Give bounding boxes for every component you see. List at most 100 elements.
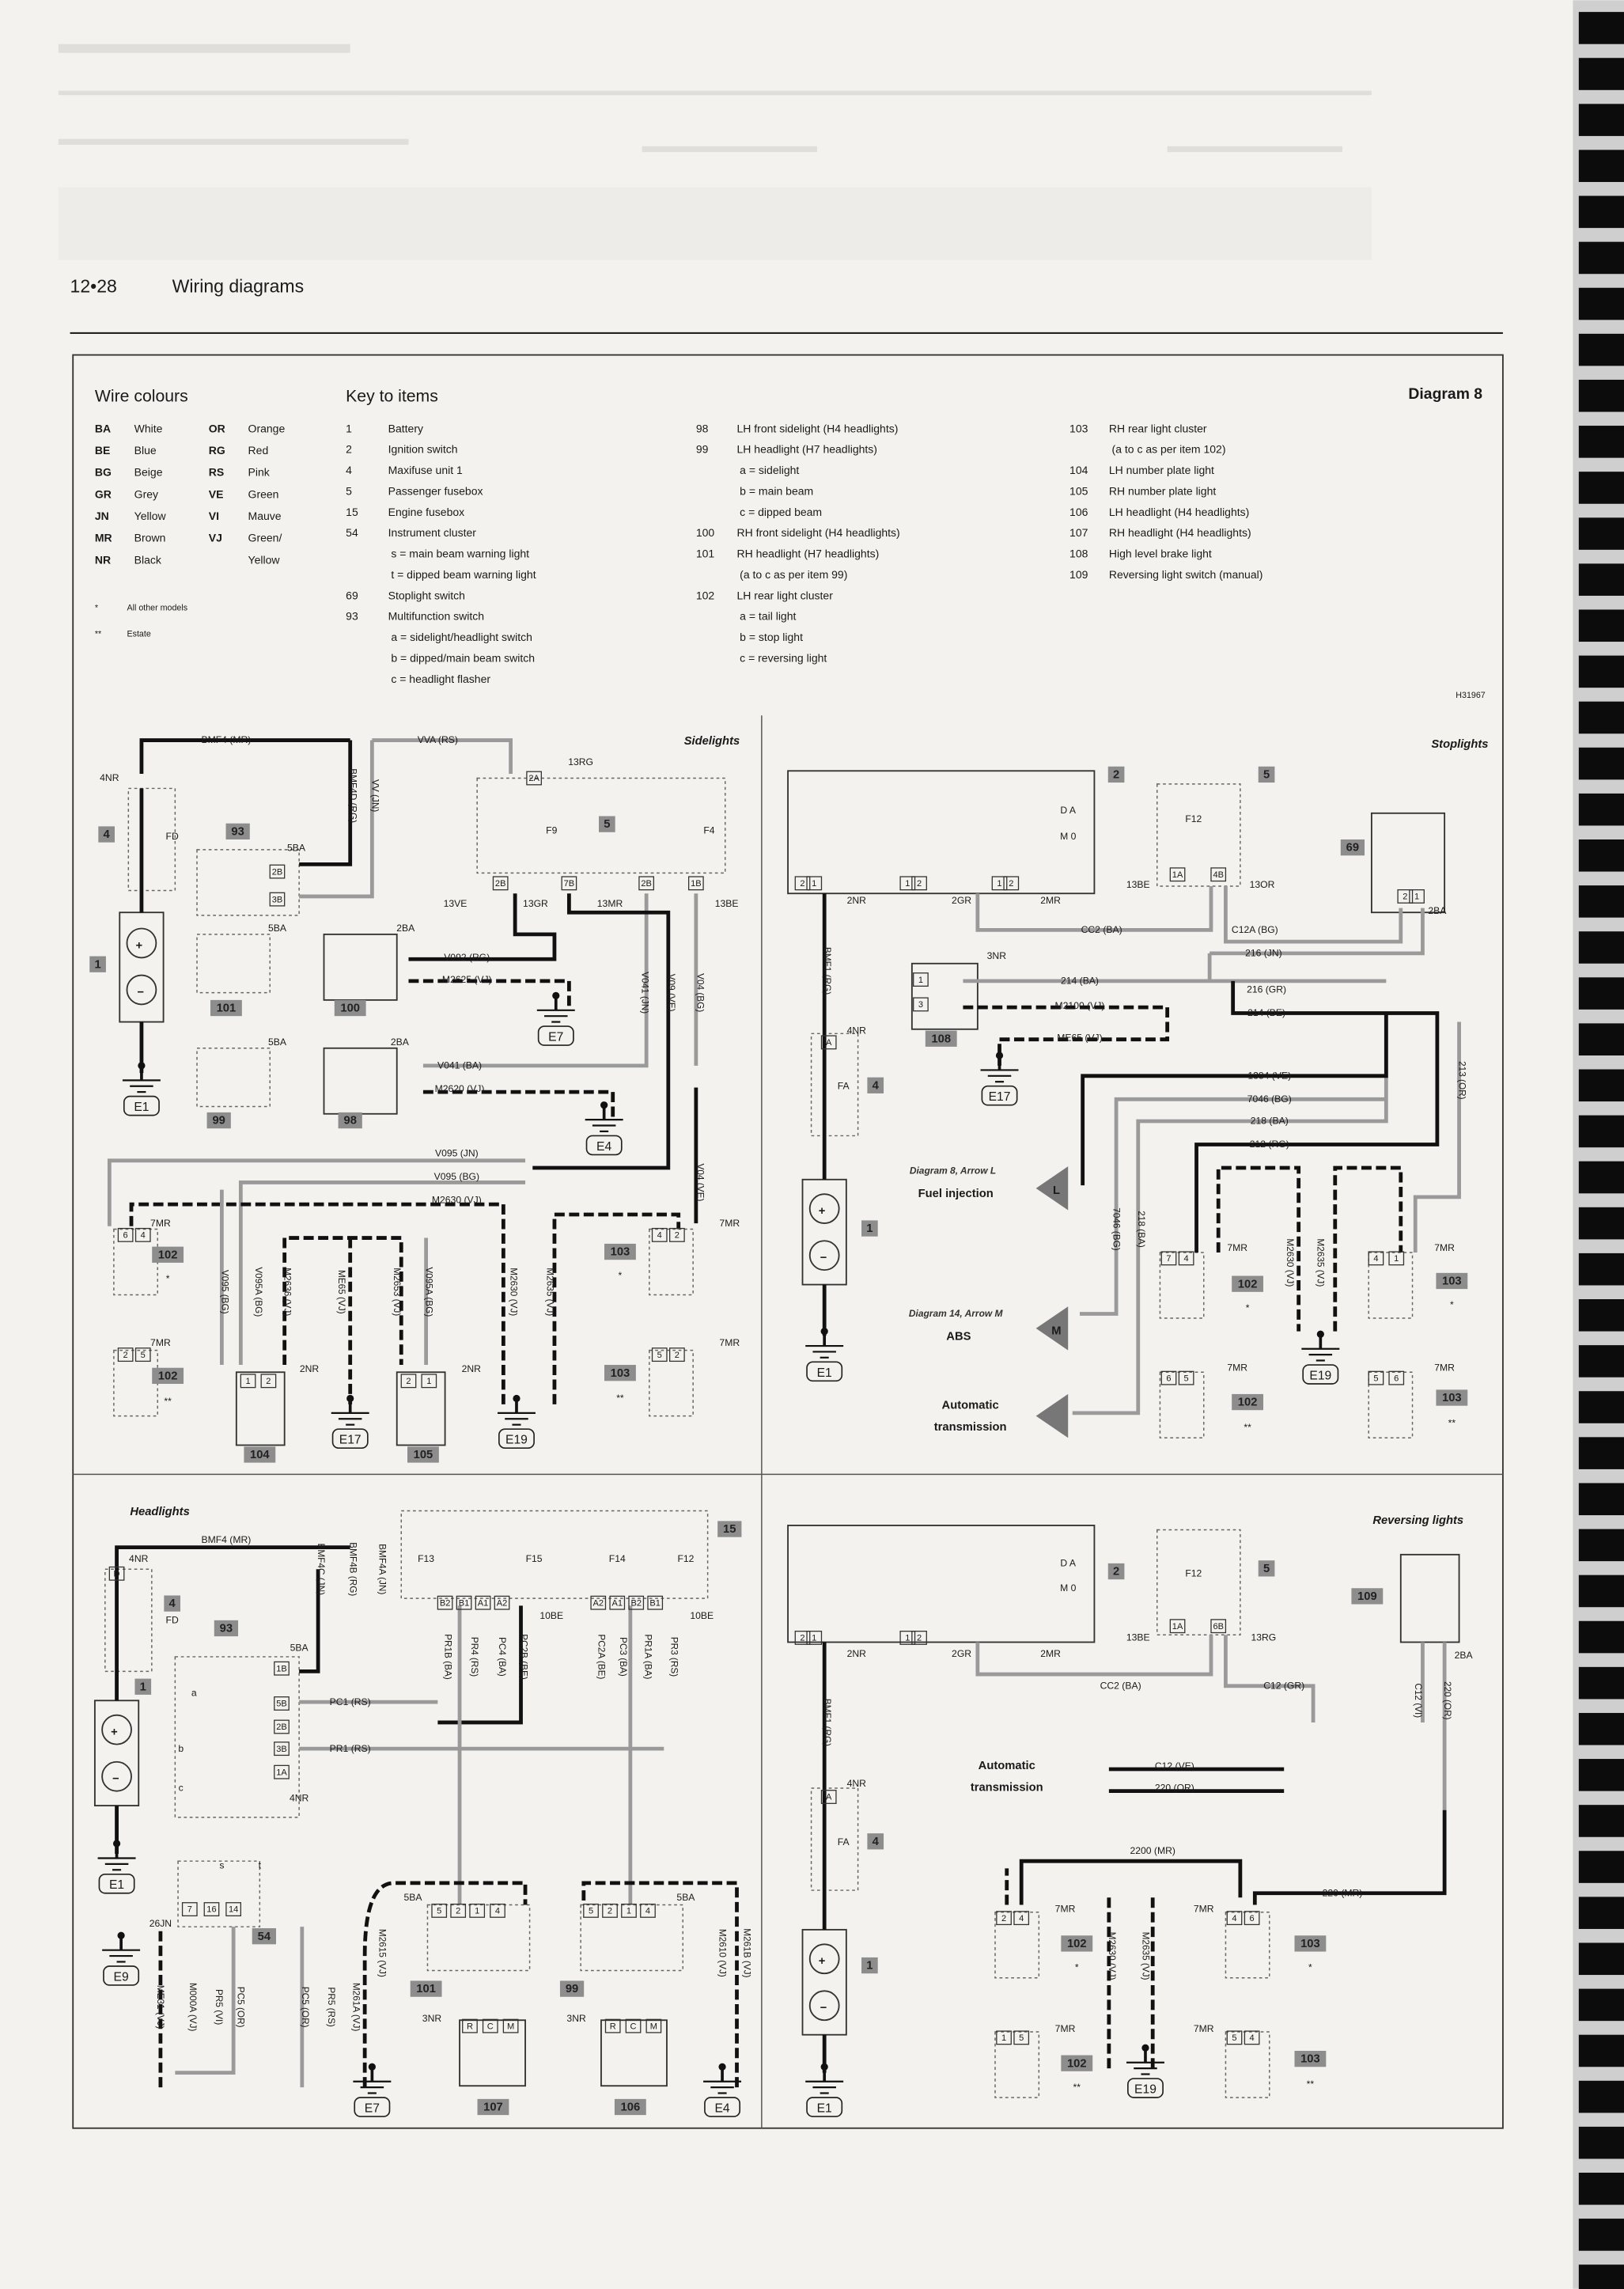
wire-label-vertical: BMF4D (RG) (348, 768, 359, 823)
wire-label: 7MR (150, 1337, 171, 1348)
earth-point: E1 (134, 1101, 149, 1114)
badge-background (1258, 766, 1275, 783)
badge-background (152, 1246, 184, 1263)
connector-pin: 5 (437, 1907, 441, 1916)
wire-label-vertical: ME31 (VJ) (155, 1985, 166, 2029)
wire-label: 7MR (719, 1337, 740, 1348)
wire-label-vertical: V041 (JN) (640, 972, 651, 1014)
item-number-badge: 4 (104, 828, 111, 841)
wire-label: PR1 (RS) (330, 1743, 371, 1754)
wire-colour-code: BA (95, 422, 111, 434)
connector-pin: B2 (630, 1598, 642, 1608)
wire-label: ** (616, 1393, 624, 1404)
page-title: Wiring diagrams (172, 275, 305, 296)
connector-pin: A1 (611, 1598, 623, 1608)
wire-label: 13OR (1250, 879, 1275, 890)
stoplight-switch-box (1370, 812, 1446, 914)
lamp-box (1225, 2031, 1270, 2098)
item-number-badge: 102 (1238, 1278, 1258, 1290)
item-number-badge: 1 (140, 1681, 146, 1693)
wire-label: * (1450, 1299, 1454, 1310)
wire-label-vertical: BMF4C (JN) (316, 1543, 327, 1595)
binding-hole (1578, 1299, 1624, 1332)
ignition-switch-box (787, 1525, 1096, 1643)
key-item-number: 100 (696, 526, 715, 539)
connector-pin: 2 (675, 1231, 680, 1241)
connector-pin: 6B (1213, 1622, 1224, 1631)
item-number-badge: 54 (258, 1931, 271, 1943)
wire-colour-code: RS (209, 466, 224, 479)
binding-hole (1578, 793, 1624, 826)
lamp-box (235, 1371, 286, 1446)
key-item-text: RH headlight (H4 headlights) (1109, 526, 1251, 539)
binding-hole (1578, 517, 1624, 550)
wire-label: C12A (BG) (1232, 924, 1278, 935)
wire-label-vertical: PC2A (BE) (596, 1634, 607, 1679)
key-item-text: RH headlight (H7 headlights) (737, 548, 880, 560)
connector-pin: 1A (276, 1768, 287, 1777)
binding-hole (1578, 1437, 1624, 1469)
wire-label: 5BA (287, 843, 306, 854)
key-item-text: (a to c as per item 99) (740, 568, 847, 581)
multifunction-switch-box (174, 1656, 300, 1818)
wire-label: 13GR (523, 898, 548, 909)
wire-label: 4NR (847, 1025, 867, 1036)
item-number-badge: 101 (416, 1983, 436, 1995)
connector-pin: 5 (1184, 1374, 1189, 1383)
wire-label: 13MR (597, 898, 623, 909)
wire-label: BMF4 (MR) (202, 734, 252, 745)
item-number-badge: 103 (1300, 2053, 1320, 2066)
wire-label: 2MR (1040, 1648, 1061, 1659)
wire-label: b (178, 1743, 184, 1754)
connector-pin: 1B (691, 879, 702, 889)
wire-label: 7MR (719, 1218, 740, 1229)
wire-label-vertical: M000A (VJ) (187, 1983, 199, 2032)
connector-pin: 5B (276, 1700, 287, 1709)
item-number-badge: 102 (1067, 2057, 1087, 2070)
earth-symbol-icon (805, 2063, 844, 2094)
wire-label-vertical: M2635 (VJ) (545, 1268, 556, 1316)
connector-pin: 1A (1172, 870, 1183, 880)
connector-pin: A2 (497, 1598, 508, 1608)
connector-pin: 3B (272, 895, 283, 904)
item-number-badge: 5 (1263, 1563, 1270, 1575)
connector-pin: 6 (1250, 1914, 1255, 1923)
binding-hole (1578, 655, 1624, 688)
wire-label: 7MR (1227, 1242, 1247, 1253)
key-item-number: 4 (346, 464, 352, 476)
wire-label: V095 (JN) (435, 1147, 479, 1158)
binding-hole (1578, 2264, 1624, 2289)
item-number-badge: 106 (621, 2101, 641, 2114)
key-item-number: 69 (346, 589, 358, 601)
key-item-number: 98 (696, 422, 709, 434)
wire-label: 2MR (1040, 895, 1061, 906)
earth-symbol-icon (536, 991, 575, 1023)
badge-background (89, 956, 106, 972)
binding-hole (1578, 2219, 1624, 2251)
badge-background (925, 1030, 957, 1047)
badge-background (604, 1243, 636, 1260)
binding-strip (1573, 0, 1624, 2289)
wire-colour-name: Green (248, 487, 279, 500)
wire-label: * (1246, 1302, 1250, 1313)
key-item-number: 102 (696, 589, 715, 601)
circuit-label: transmission (971, 1782, 1043, 1794)
svg-text:−: − (820, 1252, 827, 1264)
wire-label: ** (164, 1396, 172, 1407)
earth-point: E19 (505, 1434, 528, 1447)
wire-label: 7MR (1434, 1242, 1455, 1253)
item-number-badge: 103 (611, 1367, 630, 1380)
connector-pin: M (507, 2022, 514, 2031)
connector-pin: 7 (187, 1905, 192, 1915)
item-number-badge: 93 (231, 825, 244, 838)
connector-pin: 2B (276, 1722, 287, 1732)
badge-background (1351, 1588, 1384, 1605)
wire-colour-code: VJ (209, 532, 222, 544)
panel-title: Headlights (130, 1506, 189, 1518)
wire-label-vertical: M2630 (VJ) (1285, 1238, 1296, 1287)
connector-pin: 2 (800, 879, 804, 889)
wire-label-vertical: V09 (VE) (666, 974, 677, 1012)
connector-pin: 7B (564, 879, 575, 889)
arrow-marker: M (1051, 1325, 1061, 1337)
